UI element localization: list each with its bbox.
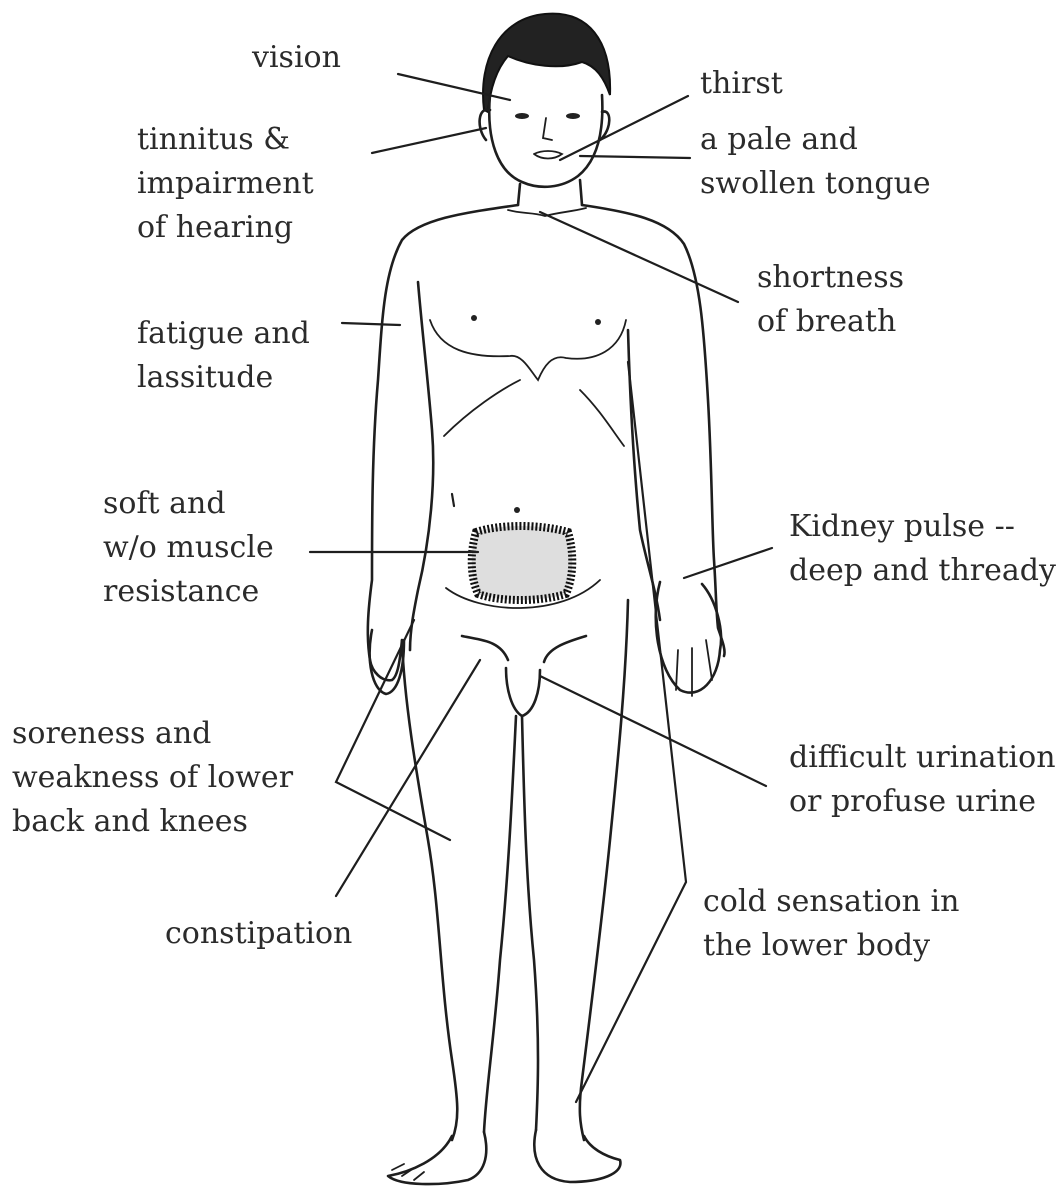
label-thirst: thirst xyxy=(700,62,783,106)
label-line: or profuse urine xyxy=(789,780,1056,824)
chest-line xyxy=(430,320,626,380)
label-fatigue: fatigue and lassitude xyxy=(137,312,310,400)
left-outline xyxy=(368,205,518,680)
label-line: fatigue and xyxy=(137,312,310,356)
navel xyxy=(514,507,520,513)
leader-soreness-tick xyxy=(452,494,454,506)
label-kidney: Kidney pulse -- deep and thready xyxy=(789,505,1056,593)
label-tinnitus: tinnitus & impairment of hearing xyxy=(137,118,314,250)
label-line: a pale and xyxy=(700,118,931,162)
label-line: the lower body xyxy=(703,924,959,968)
left-inner-arm xyxy=(410,282,433,650)
ribcage xyxy=(444,380,624,446)
label-soreness: soreness and weakness of lower back and … xyxy=(12,712,293,844)
label-line: of hearing xyxy=(137,206,314,250)
leader-constipation xyxy=(336,660,480,896)
genitals xyxy=(506,668,540,716)
label-line: impairment xyxy=(137,162,314,206)
label-line: Kidney pulse -- xyxy=(789,505,1056,549)
leader-fatigue xyxy=(342,323,400,325)
right-foot xyxy=(534,1130,620,1182)
leader-breath xyxy=(540,212,738,302)
leader-tinnitus xyxy=(372,128,486,153)
leader-urination xyxy=(540,676,766,786)
nose xyxy=(543,118,552,140)
label-line: soreness and xyxy=(12,712,293,756)
label-line: w/o muscle xyxy=(103,526,274,570)
label-line: weakness of lower xyxy=(12,756,293,800)
leader-tongue xyxy=(580,156,690,158)
right-inner-arm xyxy=(628,330,660,620)
label-line: shortness xyxy=(757,256,904,300)
head xyxy=(489,95,602,187)
label-vision: vision xyxy=(252,36,341,80)
hip-line xyxy=(462,636,586,662)
label-line: constipation xyxy=(165,912,352,956)
label-line: lassitude xyxy=(137,356,310,400)
left-eye xyxy=(515,113,529,119)
leader-soreness xyxy=(336,620,450,840)
label-line: soft and xyxy=(103,482,274,526)
leader-kidney xyxy=(684,548,772,578)
label-constipation: constipation xyxy=(165,912,352,956)
left-leg-inner xyxy=(484,716,516,1132)
right-fingers xyxy=(676,640,712,696)
abdomen-region xyxy=(472,526,573,600)
right-leg-inner xyxy=(522,716,538,1130)
right-nipple xyxy=(595,319,601,325)
label-line: thirst xyxy=(700,62,783,106)
label-line: vision xyxy=(252,36,341,80)
mouth xyxy=(534,151,562,159)
label-abdomen: soft and w/o muscle resistance xyxy=(103,482,274,614)
label-breath: shortness of breath xyxy=(757,256,904,344)
right-leg-outer xyxy=(580,600,628,1140)
label-line: swollen tongue xyxy=(700,162,931,206)
label-line: back and knees xyxy=(12,800,293,844)
right-eye xyxy=(566,113,580,119)
label-tongue: a pale and swollen tongue xyxy=(700,118,931,206)
label-line: deep and thready xyxy=(789,549,1056,593)
label-cold: cold sensation in the lower body xyxy=(703,880,959,968)
label-line: of breath xyxy=(757,300,904,344)
label-urination: difficult urination or profuse urine xyxy=(789,736,1056,824)
human-figure xyxy=(368,14,725,1184)
label-line: resistance xyxy=(103,570,274,614)
left-nipple xyxy=(471,315,477,321)
left-leg-outer xyxy=(402,640,457,1140)
leader-thirst xyxy=(560,96,688,160)
label-line: cold sensation in xyxy=(703,880,959,924)
label-line: tinnitus & xyxy=(137,118,314,162)
label-line: difficult urination xyxy=(789,736,1056,780)
